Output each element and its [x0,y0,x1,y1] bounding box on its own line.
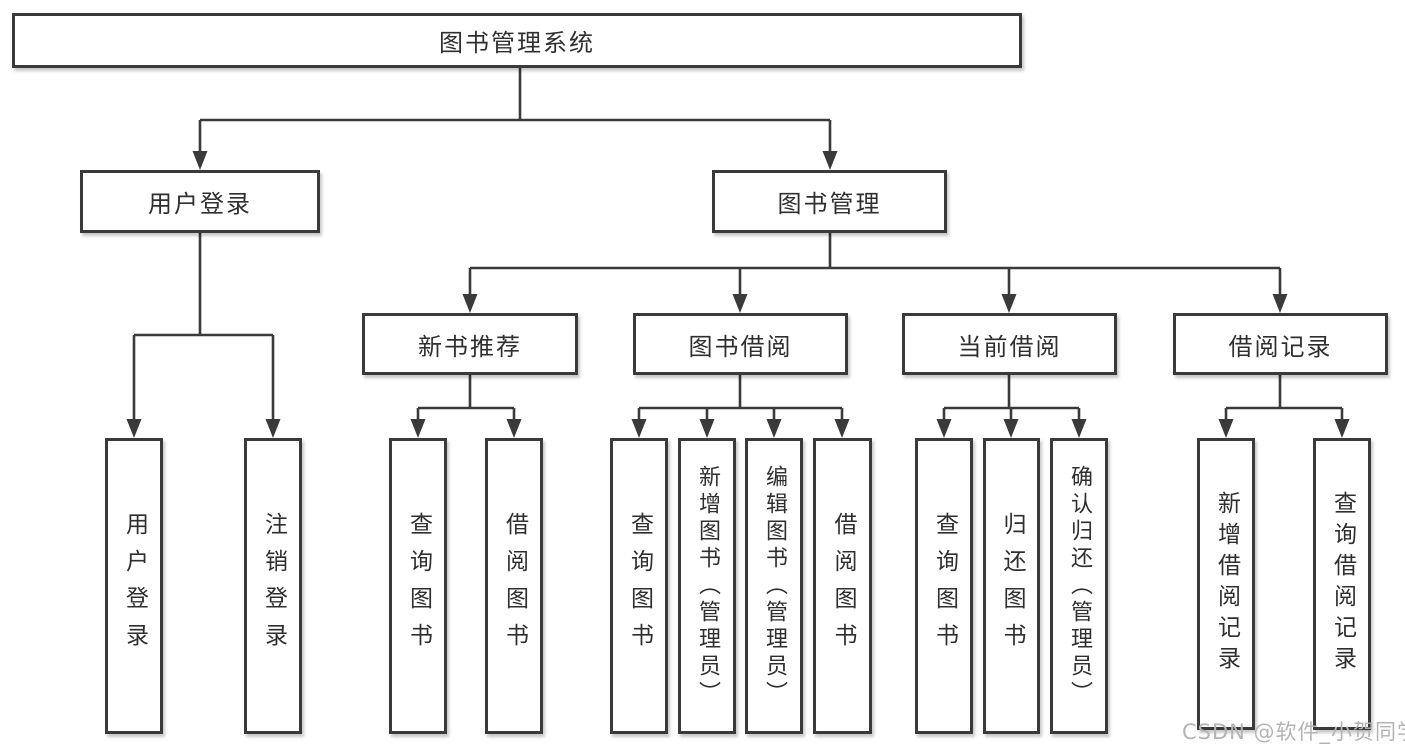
leaf-user-login-label: 用户登录 [121,512,148,660]
arrowhead-icon [1003,419,1019,438]
leaf-borrow-books-recommend: 借阅图书 [485,438,543,734]
arrowhead-icon [699,419,715,438]
leaf-add-book-admin-label: 新增图书（管理员） [695,464,720,708]
arrowhead-icon [1218,419,1234,438]
arrowhead-icon [766,419,782,438]
leaf-user-login: 用户登录 [105,438,163,734]
leaf-borrow-books-2: 借阅图书 [813,438,872,734]
arrowhead-icon [1334,419,1350,438]
leaf-add-borrow-record-label: 新增借阅记录 [1213,491,1240,677]
arrowhead-icon [265,419,281,438]
arrowhead-icon [410,419,426,438]
node-user-login-branch: 用户登录 [80,170,320,233]
csdn-watermark: CSDN @软件_小贺同学 [1182,720,1405,744]
leaf-query-books-recommend-label: 查询图书 [405,512,432,660]
leaf-query-books-current-label: 查询图书 [931,512,958,660]
arrowhead-icon [732,294,748,313]
leaf-query-books-borrow: 查询图书 [610,438,668,734]
leaf-add-borrow-record: 新增借阅记录 [1197,438,1255,730]
node-book-borrow: 图书借阅 [633,313,848,375]
node-book-management: 图书管理 [712,170,947,233]
node-borrow-records-label: 借阅记录 [1228,332,1333,361]
arrowhead-icon [1001,294,1017,313]
arrowhead-icon [822,151,838,170]
arrowhead-icon [1071,419,1087,438]
leaf-edit-book-admin: 编辑图书（管理员） [745,438,803,734]
node-borrow-records: 借阅记录 [1173,313,1388,375]
leaf-logout: 注销登录 [244,438,302,734]
arrowhead-icon [192,151,208,170]
connector-bookmgmt-to-level3 [468,233,1282,296]
node-current-borrow-label: 当前借阅 [957,332,1062,361]
node-user-login-branch-label: 用户登录 [148,190,252,218]
connector-records-to-leaves [1224,375,1344,421]
leaf-edit-book-admin-label: 编辑图书（管理员） [762,464,787,708]
leaf-query-books-recommend: 查询图书 [389,438,447,734]
node-root: 图书管理系统 [12,13,1022,68]
arrowhead-group [126,151,1350,438]
arrowhead-icon [834,419,850,438]
leaf-query-borrow-record-label: 查询借阅记录 [1329,491,1356,677]
leaf-confirm-return-admin-label: 确认归还（管理员） [1067,464,1092,708]
node-new-book-recommend: 新书推荐 [362,313,578,375]
node-root-label: 图书管理系统 [439,29,595,57]
node-current-borrow: 当前借阅 [902,313,1117,375]
arrowhead-icon [1272,294,1288,313]
arrowhead-icon [126,419,142,438]
connector-root-to-level2 [198,68,832,152]
leaf-query-books-current: 查询图书 [915,438,973,734]
leaf-return-book: 归还图书 [983,438,1040,734]
leaf-logout-label: 注销登录 [260,512,287,660]
connector-newbook-to-leaves [416,375,516,421]
node-book-management-label: 图书管理 [777,190,882,218]
connector-currentborrow-to-leaves [942,375,1081,421]
connector-bookborrow-to-leaves [637,375,844,421]
arrowhead-icon [631,419,647,438]
leaf-return-book-label: 归还图书 [999,512,1025,660]
leaf-confirm-return-admin: 确认归还（管理员） [1050,438,1108,734]
leaf-borrow-books-recommend-label: 借阅图书 [501,512,528,660]
node-book-borrow-label: 图书借阅 [688,332,793,361]
arrowhead-icon [462,294,478,313]
arrowhead-icon [936,419,952,438]
leaf-query-books-borrow-label: 查询图书 [626,512,653,660]
leaf-add-book-admin: 新增图书（管理员） [678,438,736,734]
connector-userlogin-to-leaves [132,233,275,420]
node-new-book-recommend-label: 新书推荐 [418,332,522,361]
arrowhead-icon [506,419,522,438]
leaf-borrow-books-2-label: 借阅图书 [830,512,856,660]
leaf-query-borrow-record: 查询借阅记录 [1313,438,1371,730]
